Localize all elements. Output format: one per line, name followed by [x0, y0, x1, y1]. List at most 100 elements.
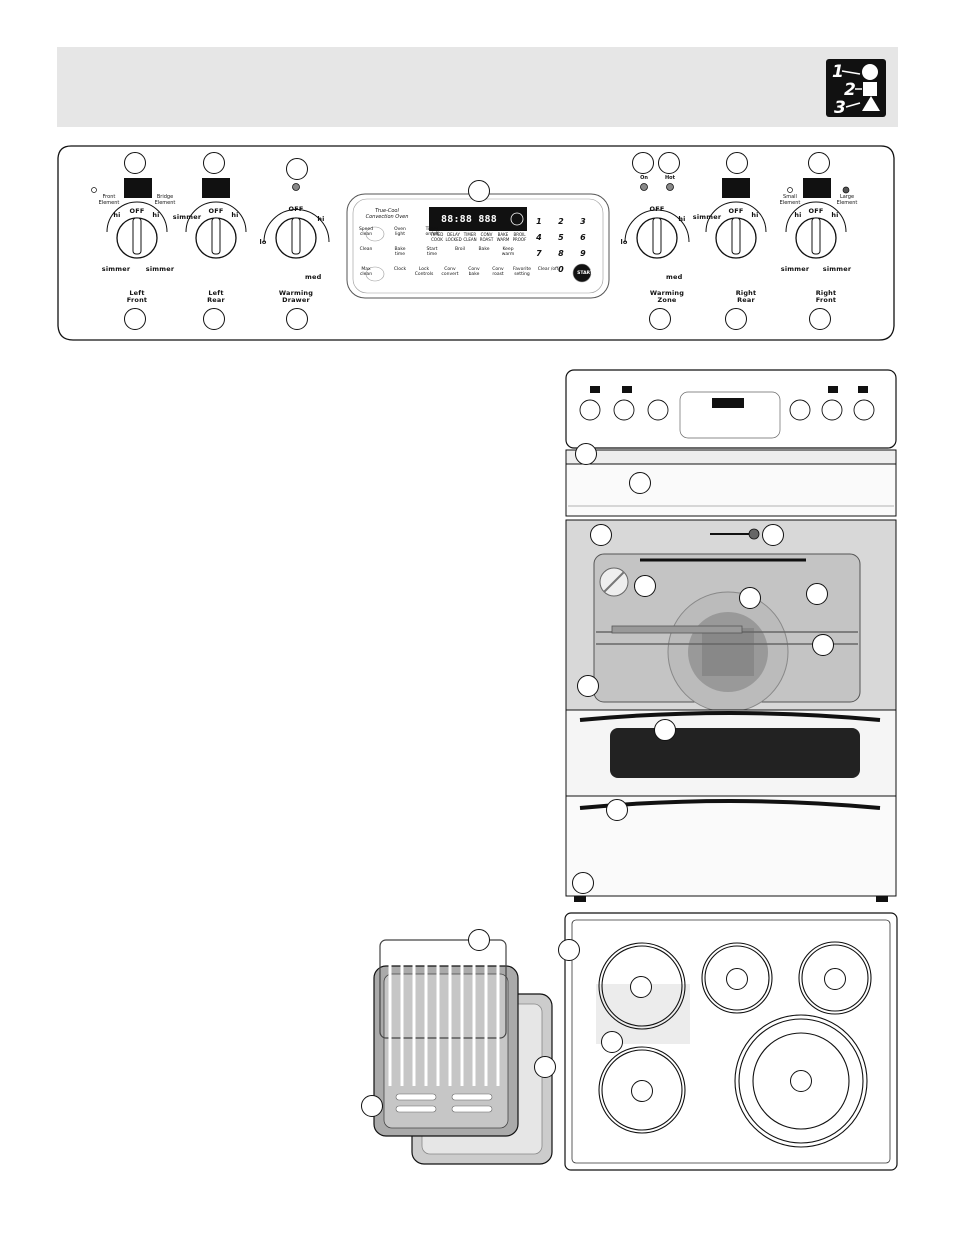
oven-button-clock[interactable]: Clock — [393, 267, 407, 272]
keypad-digit-0[interactable]: 0 — [558, 265, 564, 274]
callout-broiler-insert — [361, 1095, 383, 1117]
knob-6-hi-left: hi — [794, 211, 802, 219]
callout-door-lock — [762, 524, 784, 546]
oven-button-timer-on-off[interactable]: Timer on/off — [425, 227, 439, 237]
control-panel: OFF OFF OFF OFF OFF OFF hi hi hi hi lo m… — [57, 142, 895, 342]
oven-button-speed-clean[interactable]: Speed clean — [358, 227, 374, 237]
left-front-line1: Left — [129, 289, 145, 297]
callout-oven-vent — [590, 524, 612, 546]
callout-left-rear-knob — [203, 308, 225, 330]
knob-2-simmer-left: simmer — [172, 213, 202, 221]
callout-left-rear-indicator — [203, 152, 225, 174]
callout-left-rear-element — [631, 1080, 653, 1102]
callout-broiler-pan — [534, 1056, 556, 1078]
oven-button-broil[interactable]: Broil — [454, 247, 466, 252]
callout-warming-drawer-knob — [286, 308, 308, 330]
keypad-digit-5[interactable]: 5 — [558, 233, 564, 242]
status-word: BROIL PROOF — [512, 232, 527, 242]
knob-4-lo: lo — [620, 238, 628, 246]
keypad-digit-4[interactable]: 4 — [536, 233, 542, 242]
callout-hot-lamp — [658, 152, 680, 174]
callout-oven-control — [468, 180, 490, 202]
oven-button-bake-time[interactable]: Bake time — [394, 247, 406, 257]
front-element-label: Front Element — [98, 194, 120, 206]
warming-drawer-line2: Drawer — [282, 296, 310, 304]
knob-4-hi-right: hi — [678, 215, 686, 223]
small-element-label: Small Element — [779, 194, 801, 206]
header-band — [57, 47, 898, 127]
left-rear-line2: Rear — [207, 296, 225, 304]
callout-right-rear-element — [824, 968, 846, 990]
right-rear-line1: Right — [735, 289, 757, 297]
keypad-digit-1[interactable]: 1 — [536, 217, 542, 226]
svg-text:2: 2 — [844, 80, 856, 100]
keypad-digit-8[interactable]: 8 — [558, 249, 564, 258]
oven-button-start[interactable]: START — [577, 271, 593, 276]
warming-drawer-line1: Warming — [278, 289, 314, 297]
right-front-line1: Right — [815, 289, 837, 297]
keypad-digit-2[interactable]: 2 — [558, 217, 564, 226]
hot-indicator-label: Hot — [664, 175, 675, 181]
status-word: TIMED COOK — [430, 232, 444, 242]
knob-1-off-label: OFF — [129, 207, 145, 215]
knob-1-hi-right: hi — [152, 211, 160, 219]
oven-button-bake[interactable]: Bake — [478, 247, 490, 252]
callout-oven-door-handle — [654, 719, 676, 741]
callout-right-rear-knob — [725, 308, 747, 330]
knob-3-off-label: OFF — [288, 205, 304, 213]
callout-backguard — [575, 443, 597, 465]
knob-3-med: med — [305, 273, 322, 281]
steps-logo-icon: 1 2 3 — [826, 59, 886, 117]
knob-3-lo: lo — [259, 238, 267, 246]
oven-button-oven-light[interactable]: Oven light — [394, 227, 406, 237]
oven-button-max-clean[interactable]: Max clean — [359, 267, 373, 277]
status-word: BAKE WARM — [496, 232, 510, 242]
knob-6-off-label: OFF — [808, 207, 824, 215]
knob-4-off-label: OFF — [649, 205, 665, 213]
status-word: DELAY LOCKED — [445, 232, 462, 242]
oven-button-start-time[interactable]: Start time — [426, 247, 438, 257]
status-word: TIMER CLEAN — [463, 232, 477, 242]
callout-cooktop — [558, 939, 580, 961]
callout-left-front-element — [630, 976, 652, 998]
knob-5-simmer-left: simmer — [692, 213, 722, 221]
oven-button-favorite-setting[interactable]: Favorite setting — [513, 267, 531, 277]
callout-right-front-knob — [809, 308, 831, 330]
left-front-line2: Front — [126, 296, 148, 304]
oven-button-conv-bake[interactable]: Conv bake — [468, 267, 480, 277]
callout-bridge-element — [601, 1031, 623, 1053]
callout-convection-fan — [739, 587, 761, 609]
svg-text:3: 3 — [834, 98, 846, 117]
keypad-digit-7[interactable]: 7 — [536, 249, 542, 258]
keypad-digit-6[interactable]: 6 — [580, 233, 586, 242]
callout-left-front-knob — [124, 308, 146, 330]
callout-oven-light — [634, 575, 656, 597]
callout-broiler-grid — [468, 929, 490, 951]
knob-1-hi-left: hi — [113, 211, 121, 219]
oven-button-clean[interactable]: Clean — [359, 247, 373, 252]
oven-button-conv-roast[interactable]: Conv roast — [492, 267, 504, 277]
knob-6-simmer-left: simmer — [780, 265, 810, 273]
oven-button-clear-off[interactable]: Clear /off — [537, 267, 559, 272]
large-element-label: Large Element — [836, 194, 858, 206]
callout-door-gasket — [577, 675, 599, 697]
callout-drawer-handle — [606, 799, 628, 821]
callout-rack-supports — [806, 583, 828, 605]
oven-button-lock-controls[interactable]: Lock Controls — [414, 267, 434, 277]
oven-button-conv-convert[interactable]: Conv convert — [441, 267, 459, 277]
on-indicator-label: On — [640, 175, 648, 181]
knob-5-off-label: OFF — [728, 207, 744, 215]
knob-2-hi-right: hi — [231, 211, 239, 219]
callout-right-front-element — [790, 1070, 812, 1092]
oven-button-keep-warm[interactable]: Keep warm — [501, 247, 515, 257]
keypad-digit-9[interactable]: 9 — [580, 249, 586, 258]
knob-3-hi-right: hi — [317, 215, 325, 223]
keypad-digit-3[interactable]: 3 — [580, 217, 586, 226]
callout-warming-drawer-lamp — [286, 158, 308, 180]
left-rear-line1: Left — [208, 289, 224, 297]
